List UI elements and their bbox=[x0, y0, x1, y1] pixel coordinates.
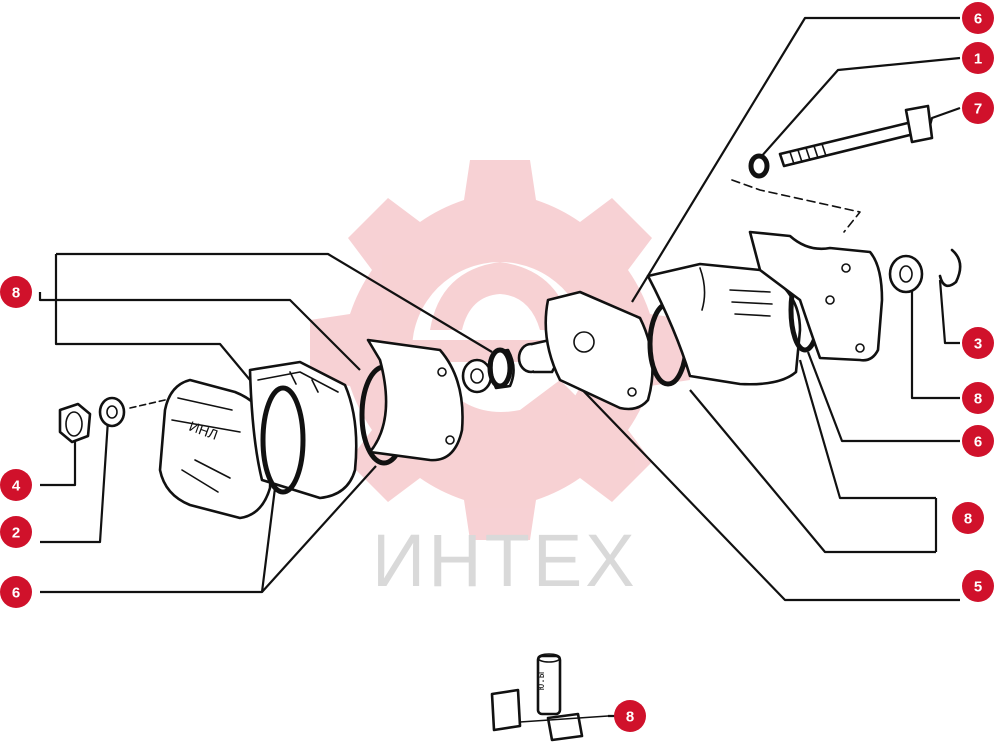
callout-label: 8 bbox=[974, 391, 982, 408]
callout-marker bbox=[962, 92, 994, 124]
callout-label: 6 bbox=[12, 585, 20, 602]
washer-left bbox=[98, 396, 126, 428]
callout-marker bbox=[962, 382, 994, 414]
callout-6-left: 6 bbox=[0, 576, 32, 608]
callout-6-right: 6 bbox=[962, 425, 994, 457]
callout-8-mid: 8 bbox=[952, 502, 984, 534]
snap-ring bbox=[938, 248, 962, 288]
right-bushing bbox=[888, 254, 924, 294]
shaft-bushing bbox=[487, 347, 515, 390]
callout-marker bbox=[952, 502, 984, 534]
callout-label: 1 bbox=[974, 51, 982, 68]
callout-label: 8 bbox=[964, 511, 972, 528]
callout-8-left: 8 bbox=[0, 276, 32, 308]
callout-marker bbox=[614, 700, 646, 732]
callout-8-bottom: 8 bbox=[614, 700, 646, 732]
callout-1: 1 bbox=[962, 42, 994, 74]
callout-label: 8 bbox=[12, 285, 20, 302]
callout-label: 7 bbox=[974, 101, 982, 118]
bolt-washer bbox=[748, 153, 770, 179]
callout-label: 2 bbox=[12, 525, 20, 542]
bolt bbox=[778, 104, 934, 168]
callout-5: 5 bbox=[962, 570, 994, 602]
callout-label: 4 bbox=[12, 478, 21, 495]
callout-3: 3 bbox=[962, 327, 994, 359]
watermark-text: ИНТЕХ bbox=[372, 519, 638, 602]
right-end-plate bbox=[748, 230, 884, 362]
callout-8-right: 8 bbox=[962, 382, 994, 414]
callout-marker bbox=[0, 276, 32, 308]
callout-marker bbox=[0, 516, 32, 548]
callout-label: 6 bbox=[974, 11, 982, 28]
callout-marker bbox=[962, 42, 994, 74]
shaft-washer bbox=[461, 358, 493, 394]
dowel-set: Ю.Ы bbox=[490, 653, 609, 742]
callout-marker bbox=[0, 576, 32, 608]
nut-left bbox=[58, 402, 92, 444]
callout-marker bbox=[962, 425, 994, 457]
callout-marker bbox=[962, 2, 994, 34]
callout-marker bbox=[962, 570, 994, 602]
callout-marker bbox=[0, 469, 32, 501]
callout-2: 2 bbox=[0, 516, 32, 548]
callout-marker bbox=[962, 327, 994, 359]
callout-label: 8 bbox=[626, 709, 634, 726]
callout-4: 4 bbox=[0, 469, 32, 501]
callout-group: 6 1 7 3 8 6 8 5 8 4 2 6 8 bbox=[0, 2, 994, 732]
callout-label: 3 bbox=[974, 336, 982, 353]
left-mid-plate bbox=[359, 338, 464, 466]
callout-label: 6 bbox=[974, 434, 982, 451]
leader-lines bbox=[38, 16, 961, 718]
callout-label: 5 bbox=[974, 579, 982, 596]
callout-6-top: 6 bbox=[962, 2, 994, 34]
left-flange bbox=[248, 360, 358, 500]
callout-7: 7 bbox=[962, 92, 994, 124]
dowel-mark-text: Ю.Ы bbox=[537, 672, 548, 690]
